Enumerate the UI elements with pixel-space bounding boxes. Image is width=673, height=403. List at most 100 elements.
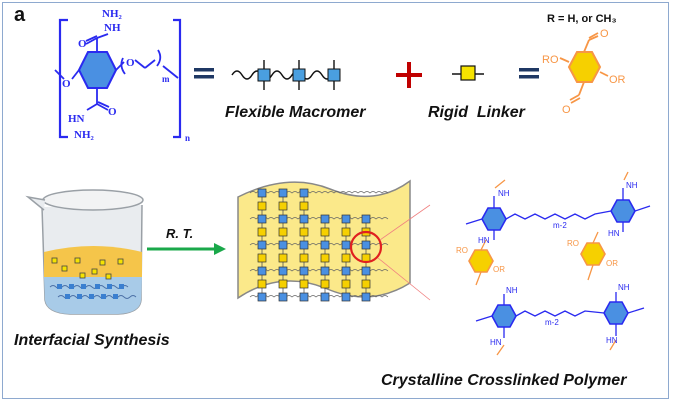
film-macromer-node: [320, 214, 330, 224]
film-macromer-node: [257, 240, 267, 250]
repeat-n: n: [185, 133, 190, 143]
atom-nh2-top: NH₂: [102, 8, 123, 20]
film-linker-node: [278, 227, 288, 237]
film-macromer-node: [299, 266, 309, 276]
reaction-arrow: [147, 243, 226, 255]
linker-atom-o-top: O: [600, 28, 609, 40]
film-grid: [249, 188, 389, 302]
beaker-icon: [25, 189, 144, 315]
film-macromer-node: [257, 266, 267, 276]
film-macromer-node: [278, 214, 288, 224]
repeat-m: m: [162, 74, 170, 84]
film-linker-node: [278, 253, 288, 263]
equals-sign-2: [519, 68, 539, 79]
figure-frame: [2, 2, 669, 399]
flexible-macromer-icon: [231, 60, 341, 90]
polymer-film: [237, 179, 431, 302]
film-linker-node: [257, 253, 267, 263]
film-macromer-node: [278, 292, 288, 302]
plus-sign: [396, 62, 422, 88]
film-macromer-node: [299, 214, 309, 224]
linker-ring-right: [580, 242, 606, 266]
atom-ro-1: RO: [456, 246, 468, 255]
ring-top-left: [481, 207, 507, 231]
atom-o-carbonyl-bottom: O: [108, 106, 117, 118]
film-macromer-node: [361, 240, 371, 250]
film-linker-node: [299, 201, 309, 211]
film-macromer-node: [341, 266, 351, 276]
panel-label: a: [14, 4, 26, 26]
linker-atom-or: OR: [609, 74, 626, 86]
film-macromer-node: [320, 292, 330, 302]
film-macromer-node: [341, 214, 351, 224]
film-macromer-node: [257, 292, 267, 302]
film-linker-node: [341, 253, 351, 263]
r-group-definition: R = H, or CH₃: [547, 13, 617, 25]
atom-hn-2: HN: [608, 229, 620, 238]
film-linker-node: [299, 227, 309, 237]
atom-nh-3: NH: [506, 286, 518, 295]
ring-top-right: [610, 199, 636, 223]
rigid-linker-icon: [452, 65, 484, 81]
macromer-molecules: [49, 284, 137, 299]
highlight-circle: [349, 230, 383, 264]
film-linker-node: [278, 279, 288, 289]
film-linker-node: [257, 201, 267, 211]
atom-nh-top: NH: [104, 22, 121, 34]
left-bracket: [58, 18, 68, 139]
film-linker-node: [299, 279, 309, 289]
atom-hn-bottom: HN: [68, 113, 85, 125]
film-macromer-node: [257, 188, 267, 198]
film-linker-node: [361, 279, 371, 289]
linker-atom-ro: RO: [542, 54, 559, 66]
repeat-brackets: [58, 18, 182, 139]
film-macromer-node: [278, 240, 288, 250]
rigid-linker-label: Rigid Linker: [428, 104, 525, 121]
film-macromer-node: [341, 292, 351, 302]
atom-or-2: OR: [606, 259, 618, 268]
atom-nh-2: NH: [626, 181, 638, 190]
crosslinked-polymer-structure: m-2 m-2 HN NH HN NH NH NH HN HN RO OR RO…: [456, 171, 651, 356]
film-linker-node: [341, 227, 351, 237]
ring-bottom-right: [603, 301, 629, 325]
film-linker-node: [257, 279, 267, 289]
film-linker-node: [320, 227, 330, 237]
chain-repeat-bottom: m-2: [545, 318, 559, 327]
linker-ring-left: [468, 249, 494, 273]
film-macromer-node: [320, 266, 330, 276]
atom-nh-4: NH: [618, 283, 630, 292]
reaction-condition-label: R. T.: [166, 226, 194, 241]
film-macromer-node: [299, 188, 309, 198]
film-chain-line: [249, 191, 389, 194]
atom-hn-4: HN: [606, 336, 618, 345]
film-linker-node: [257, 227, 267, 237]
atom-nh-1: NH: [498, 189, 510, 198]
crystalline-polymer-label: Crystalline Crosslinked Polymer: [381, 372, 627, 389]
ring-bottom-left: [491, 304, 517, 328]
linker-molecules: [51, 257, 124, 280]
atom-hn-3: HN: [490, 338, 502, 347]
atom-o-ether-left: O: [62, 78, 71, 90]
chain-repeat-top: m-2: [553, 221, 567, 230]
equals-sign-1: [194, 68, 214, 79]
atom-ro-2: RO: [567, 239, 579, 248]
film-macromer-node: [299, 240, 309, 250]
interfacial-synthesis-label: Interfacial Synthesis: [14, 332, 170, 349]
film-linker-node: [341, 279, 351, 289]
film-macromer-node: [278, 266, 288, 276]
film-macromer-node: [320, 240, 330, 250]
film-linker-node: [299, 253, 309, 263]
film-macromer-node: [299, 292, 309, 302]
film-macromer-node: [361, 292, 371, 302]
macromer-bonds: [54, 33, 179, 111]
linker-structure: O RO OR O: [542, 28, 626, 116]
film-linker-node: [278, 201, 288, 211]
atom-o-carbonyl-top: O: [78, 38, 87, 50]
atom-or-1: OR: [493, 265, 505, 274]
film-macromer-node: [341, 240, 351, 250]
film-linker-node: [320, 279, 330, 289]
film-linker-node: [320, 253, 330, 263]
linker-atom-o-bottom: O: [562, 104, 571, 116]
atom-nh2-bottom: NH₂: [74, 129, 95, 141]
